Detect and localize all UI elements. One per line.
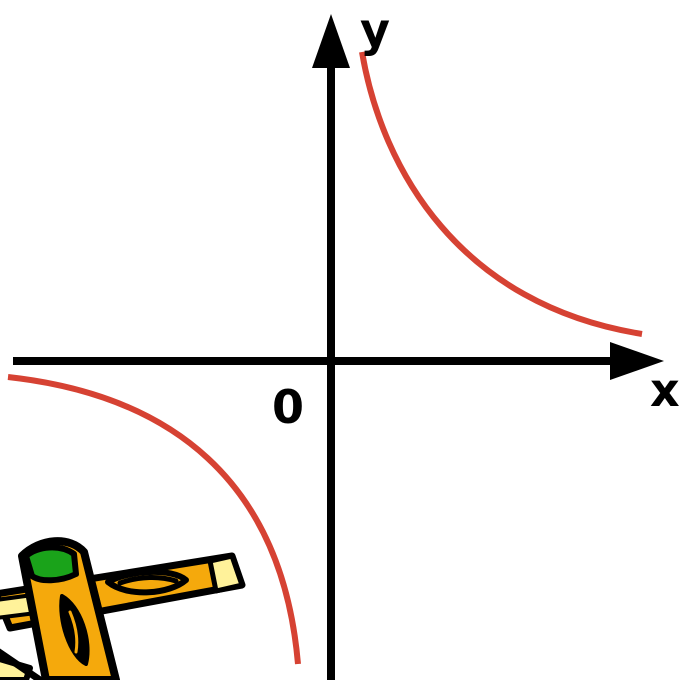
crossed-pencils-icon <box>0 537 246 680</box>
x-axis-arrow-icon <box>610 342 664 380</box>
curve-branch-third-quadrant <box>7 374 301 665</box>
axes <box>13 14 664 680</box>
y-axis-arrow-icon <box>312 14 350 68</box>
pencil-diagonal-icon <box>18 537 120 680</box>
curve-branch-first-quadrant <box>359 51 643 337</box>
y-axis-label: y <box>360 3 390 57</box>
origin-label: 0 <box>272 380 304 434</box>
pencil-lower-icon <box>0 648 44 680</box>
x-axis-label: x <box>650 363 680 417</box>
hyperbola-curve <box>7 51 643 665</box>
